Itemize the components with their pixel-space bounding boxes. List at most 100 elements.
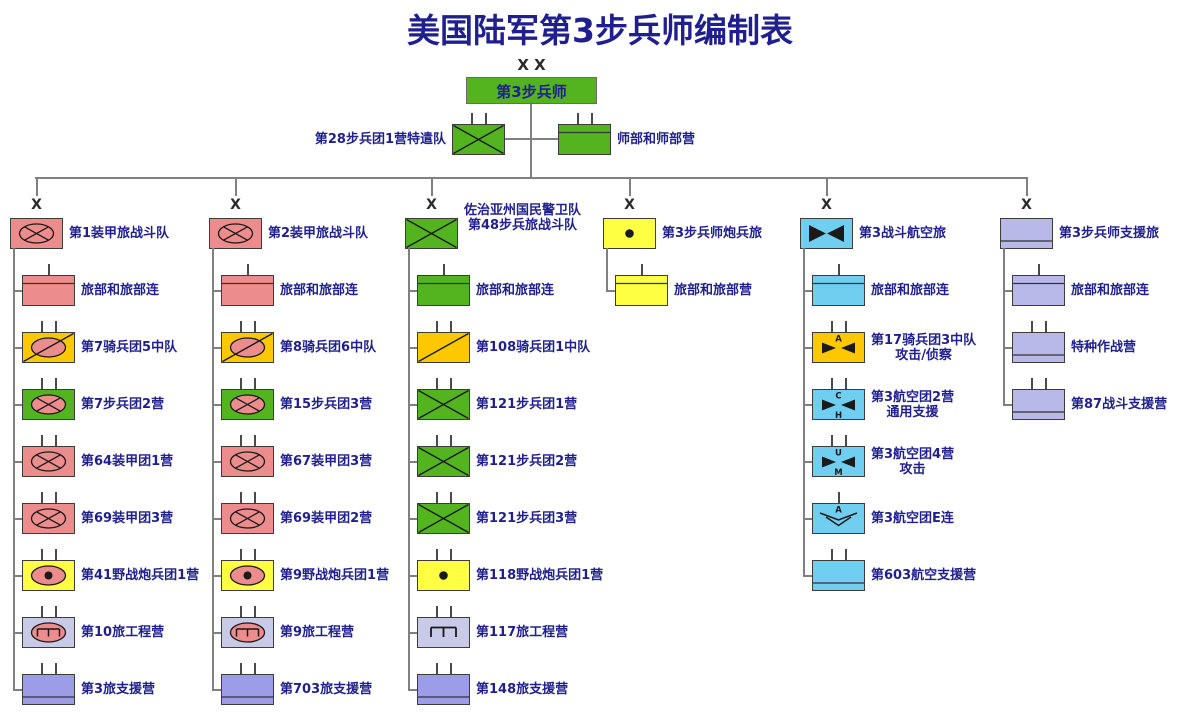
hq-stripe-icon: [813, 282, 864, 285]
unit-box: [452, 124, 505, 155]
armor-icon: [229, 451, 266, 472]
unit-label: 旅部和旅部营: [674, 283, 753, 298]
stub-line: [13, 347, 22, 349]
armor-icon: [30, 508, 67, 529]
battalion-tick: [435, 663, 438, 674]
stub-line: [13, 575, 22, 577]
battalion-tick: [253, 549, 256, 560]
support-stripe-icon: [222, 696, 273, 698]
battalion-tick: [40, 492, 43, 503]
cavalry-armored-icon: [23, 333, 74, 362]
unit-label: 旅部和旅部连: [476, 283, 555, 298]
battalion-tick: [253, 435, 256, 446]
rail-line: [408, 248, 410, 690]
battalion-tick: [435, 378, 438, 389]
battalion-tick: [590, 113, 593, 124]
unit-label: 第28步兵团1营特遣队: [314, 132, 446, 147]
unit-label: 第87战斗支援营: [1071, 397, 1168, 412]
unit-box: [221, 674, 274, 705]
unit-box: [812, 560, 865, 591]
unit-box: [221, 503, 274, 534]
trunk-horizontal-line: [35, 177, 1028, 179]
unit-label-line2: 第48步兵旅战斗队: [467, 218, 578, 233]
hq-stripe-icon: [23, 282, 74, 285]
stub-line: [408, 689, 417, 691]
battalion-tick: [576, 113, 579, 124]
battalion-tick: [1044, 321, 1047, 332]
battalion-tick: [239, 378, 242, 389]
infantry-icon: [418, 447, 469, 476]
stub-line: [408, 518, 417, 520]
drop-line: [628, 177, 631, 196]
unit-label: 第117旅工程营: [476, 625, 569, 640]
unit-label-line1: 第17骑兵团3中队: [871, 333, 977, 348]
unit-box: [417, 446, 470, 477]
unit-label: 第1装甲旅战斗队: [69, 226, 170, 241]
battalion-tick: [239, 321, 242, 332]
support-stripe-icon: [1013, 354, 1064, 356]
attachment-connector-line: [505, 138, 558, 140]
unit-label: 第69装甲团3营: [81, 511, 174, 526]
battalion-tick: [837, 492, 840, 503]
unit-label: 第3步兵师炮兵旅: [662, 226, 763, 241]
battalion-tick: [435, 321, 438, 332]
unit-box: [417, 674, 470, 705]
stub-line: [13, 689, 22, 691]
brigade-echelon-mark: X: [1021, 197, 1032, 213]
unit-label: 第69装甲团2营: [280, 511, 373, 526]
engineer-armored-icon: [30, 622, 67, 643]
cavalry-icon: [418, 333, 469, 362]
unit-box: [1012, 389, 1065, 420]
unit-box: [812, 275, 865, 306]
armor-icon: [18, 223, 55, 244]
engineer-icon: [430, 626, 457, 637]
battalion-tick: [449, 549, 452, 560]
stub-line: [408, 632, 417, 634]
battalion-tick: [1030, 321, 1033, 332]
rail-line: [13, 248, 15, 690]
unit-box: [405, 218, 458, 249]
unit-box: [800, 218, 853, 249]
aviation-icon: [809, 225, 844, 242]
aviation-icon: UM: [822, 449, 855, 476]
stub-line: [803, 518, 812, 520]
unit-label: 第9旅工程营: [280, 625, 355, 640]
stub-line: [212, 347, 221, 349]
division-box: [466, 77, 597, 104]
infantry-icon: [418, 390, 469, 419]
battalion-tick: [253, 378, 256, 389]
battalion-tick: [449, 492, 452, 503]
uav-icon: A: [819, 506, 858, 527]
unit-box: [221, 617, 274, 648]
svg-text:M: M: [834, 468, 842, 476]
stub-line: [408, 347, 417, 349]
battalion-tick: [442, 264, 445, 275]
stub-line: [212, 461, 221, 463]
brigade-echelon-mark: X: [821, 197, 832, 213]
unit-box: [22, 617, 75, 648]
hq-stripe-icon: [616, 282, 667, 285]
battalion-tick: [844, 549, 847, 560]
drop-line: [825, 177, 828, 196]
battalion-tick: [40, 435, 43, 446]
battalion-tick: [449, 378, 452, 389]
hq-stripe-icon: [222, 282, 273, 285]
battalion-tick: [40, 606, 43, 617]
unit-label-line2: 攻击/侦察: [895, 348, 952, 363]
unit-label: 第3旅支援营: [81, 682, 156, 697]
battalion-tick: [47, 264, 50, 275]
armor-icon: [229, 508, 266, 529]
mech-infantry-icon: [229, 394, 266, 415]
aviation-icon: A: [822, 335, 855, 354]
battalion-tick: [435, 606, 438, 617]
trunk-vertical-line: [530, 104, 532, 178]
unit-box: [209, 218, 262, 249]
unit-box: [22, 332, 75, 363]
unit-label: 第17骑兵团3中队攻击/侦察: [871, 333, 976, 363]
unit-label: 第10旅工程营: [81, 625, 165, 640]
unit-box: [1000, 218, 1053, 249]
unit-label: 第603航空支援营: [871, 568, 977, 583]
